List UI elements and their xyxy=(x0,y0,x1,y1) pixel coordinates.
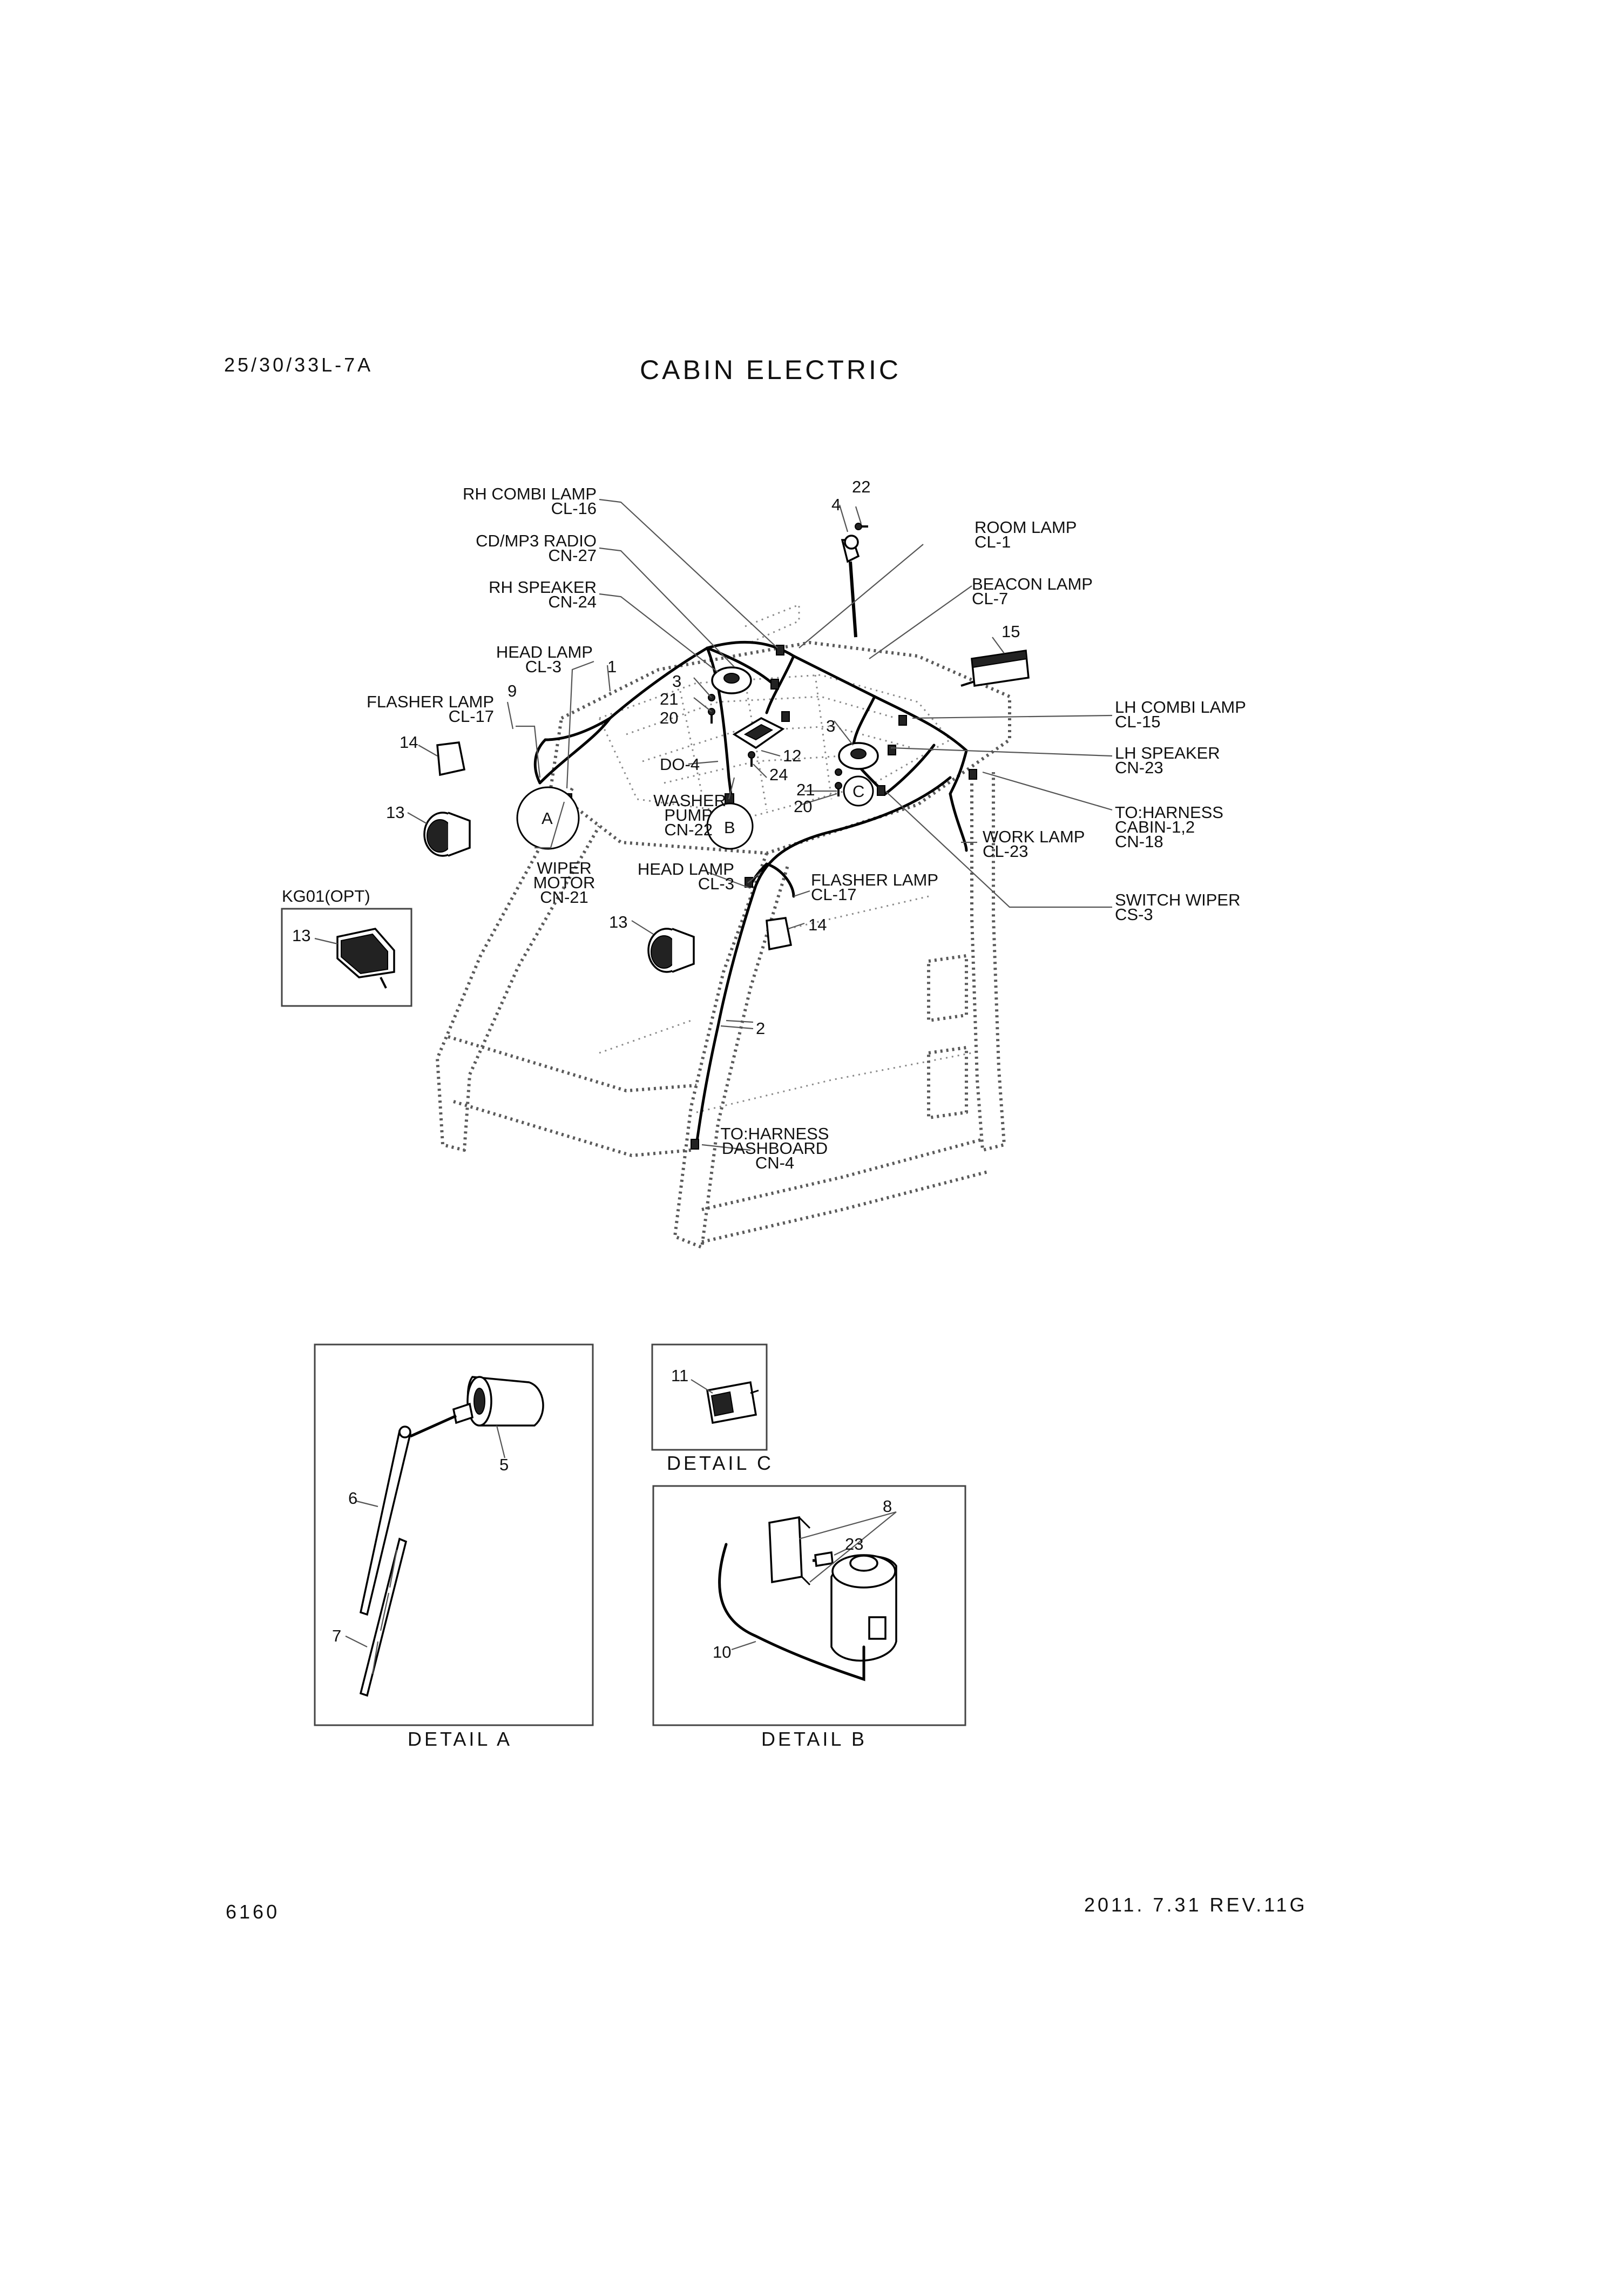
cd-mp3-radio-code: CN-27 xyxy=(548,546,597,565)
wiper-motor-line2: MOTOR xyxy=(533,873,596,892)
detail-marker-b: B xyxy=(706,802,754,850)
svg-text:14: 14 xyxy=(400,733,418,752)
flasher-lamp-lh xyxy=(766,917,793,951)
head-lamp-lh xyxy=(647,928,695,973)
wiper-motor-line1: WIPER xyxy=(537,859,592,877)
to-harness-cabin-code: CN-18 xyxy=(1115,832,1163,851)
detail-c: 11 DETAIL C xyxy=(651,1343,774,1474)
svg-text:A: A xyxy=(542,809,553,828)
svg-text:5: 5 xyxy=(499,1455,509,1474)
svg-text:22: 22 xyxy=(852,477,870,496)
model-code: 25/30/33L-7A xyxy=(224,354,373,376)
antenna xyxy=(841,535,860,638)
detail-marker-c: C xyxy=(843,775,874,807)
cd-mp3-radio-label: CD/MP3 RADIO xyxy=(476,531,597,550)
head-lamp-lh-label: HEAD LAMP xyxy=(638,860,734,879)
connectors xyxy=(564,645,977,1150)
bolt-22 xyxy=(855,523,868,530)
svg-text:15: 15 xyxy=(1002,622,1020,641)
svg-text:9: 9 xyxy=(508,681,517,700)
cabin-frame xyxy=(436,603,1011,1249)
svg-text:21: 21 xyxy=(796,780,815,799)
to-harness-dashboard-line2: DASHBOARD xyxy=(722,1139,828,1158)
svg-text:14: 14 xyxy=(808,915,827,934)
svg-text:2: 2 xyxy=(756,1019,765,1038)
leader-lines xyxy=(407,498,1113,1151)
lh-speaker-code: CN-23 xyxy=(1115,758,1163,777)
page-title: CABIN ELECTRIC xyxy=(640,355,901,385)
svg-text:8: 8 xyxy=(883,1497,892,1516)
rh-combi-lamp-label: RH COMBI LAMP xyxy=(463,484,597,503)
svg-text:24: 24 xyxy=(769,765,788,784)
svg-text:20: 20 xyxy=(794,797,812,816)
detail-marker-a: A xyxy=(516,786,580,850)
revision-label: 2011. 7.31 REV.11G xyxy=(1084,1894,1308,1916)
detail-c-caption: DETAIL C xyxy=(667,1452,774,1474)
rh-speaker-label: RH SPEAKER xyxy=(489,578,597,597)
to-harness-dashboard-line1: TO:HARNESS xyxy=(721,1124,829,1143)
flasher-lamp-rh-label: FLASHER LAMP xyxy=(367,692,494,711)
room-lamp-label: ROOM LAMP xyxy=(975,518,1077,537)
option-kg01: KG01(OPT) 13 xyxy=(281,887,412,1007)
svg-text:3: 3 xyxy=(826,717,835,735)
part-numbers: 1 2 3 3 4 9 12 13 13 14 14 15 20 20 21 2… xyxy=(386,477,1020,1038)
head-lamp-rh-label: HEAD LAMP xyxy=(496,643,593,661)
beacon-lamp-label: BEACON LAMP xyxy=(972,575,1093,593)
flasher-lamp-rh-code: CL-17 xyxy=(449,707,494,726)
callout-labels: RH COMBI LAMP CL-16 CD/MP3 RADIO CN-27 R… xyxy=(367,484,1246,1172)
to-harness-cabin-line2: CABIN-1,2 xyxy=(1115,818,1195,836)
head-lamp-lh-code: CL-3 xyxy=(698,874,734,893)
svg-text:23: 23 xyxy=(845,1535,863,1553)
svg-text:20: 20 xyxy=(660,708,678,727)
flasher-lamp-rh xyxy=(436,741,466,776)
rh-combi-lamp-code: CL-16 xyxy=(551,499,597,518)
lh-combi-lamp-code: CL-15 xyxy=(1115,712,1160,731)
svg-text:12: 12 xyxy=(783,746,801,765)
svg-text:B: B xyxy=(724,818,735,837)
rh-speaker xyxy=(711,666,752,694)
flasher-lamp-lh-code: CL-17 xyxy=(811,885,856,904)
detail-a: 5 6 7 DETAIL A xyxy=(314,1343,594,1750)
rh-speaker-code: CN-24 xyxy=(548,592,597,611)
work-lamp-label: WORK LAMP xyxy=(983,827,1085,846)
switch-wiper-code: CS-3 xyxy=(1115,905,1153,924)
detail-b: 8 23 10 DETAIL B xyxy=(652,1485,966,1750)
svg-text:13: 13 xyxy=(292,926,310,945)
room-lamp xyxy=(732,717,785,749)
page-number: 6160 xyxy=(226,1901,280,1923)
washer-pump-line2: PUMP xyxy=(664,806,713,825)
svg-text:11: 11 xyxy=(671,1366,688,1385)
svg-text:6: 6 xyxy=(348,1489,357,1508)
detail-a-caption: DETAIL A xyxy=(408,1728,512,1750)
wiper-motor-code: CN-21 xyxy=(540,888,588,907)
svg-text:3: 3 xyxy=(672,672,681,691)
beacon-lamp xyxy=(960,649,1030,687)
svg-text:10: 10 xyxy=(713,1643,731,1661)
lh-speaker-label: LH SPEAKER xyxy=(1115,744,1220,762)
room-lamp-code: CL-1 xyxy=(975,532,1011,551)
washer-pump-code: CN-22 xyxy=(664,820,713,839)
beacon-lamp-code: CL-7 xyxy=(972,589,1008,608)
svg-text:13: 13 xyxy=(386,803,404,822)
head-lamp-rh-code: CL-3 xyxy=(525,657,561,676)
detail-b-caption: DETAIL B xyxy=(761,1728,867,1750)
svg-text:C: C xyxy=(852,782,864,801)
lh-combi-lamp-label: LH COMBI LAMP xyxy=(1115,698,1246,717)
to-harness-cabin-line1: TO:HARNESS xyxy=(1115,803,1223,822)
option-label: KG01(OPT) xyxy=(282,887,370,906)
to-harness-dashboard-code: CN-4 xyxy=(755,1153,794,1172)
svg-text:1: 1 xyxy=(607,657,617,676)
svg-text:7: 7 xyxy=(332,1626,341,1645)
do4-label: DO-4 xyxy=(660,755,700,774)
head-lamp-rh xyxy=(423,812,471,857)
flasher-lamp-lh-label: FLASHER LAMP xyxy=(811,870,938,889)
svg-text:4: 4 xyxy=(831,495,841,514)
svg-text:21: 21 xyxy=(660,690,678,708)
switch-wiper-label: SWITCH WIPER xyxy=(1115,890,1241,909)
lh-speaker xyxy=(838,742,879,770)
work-lamp-code: CL-23 xyxy=(983,842,1028,861)
washer-pump-line1: WASHER xyxy=(653,791,726,810)
svg-text:13: 13 xyxy=(609,913,627,931)
